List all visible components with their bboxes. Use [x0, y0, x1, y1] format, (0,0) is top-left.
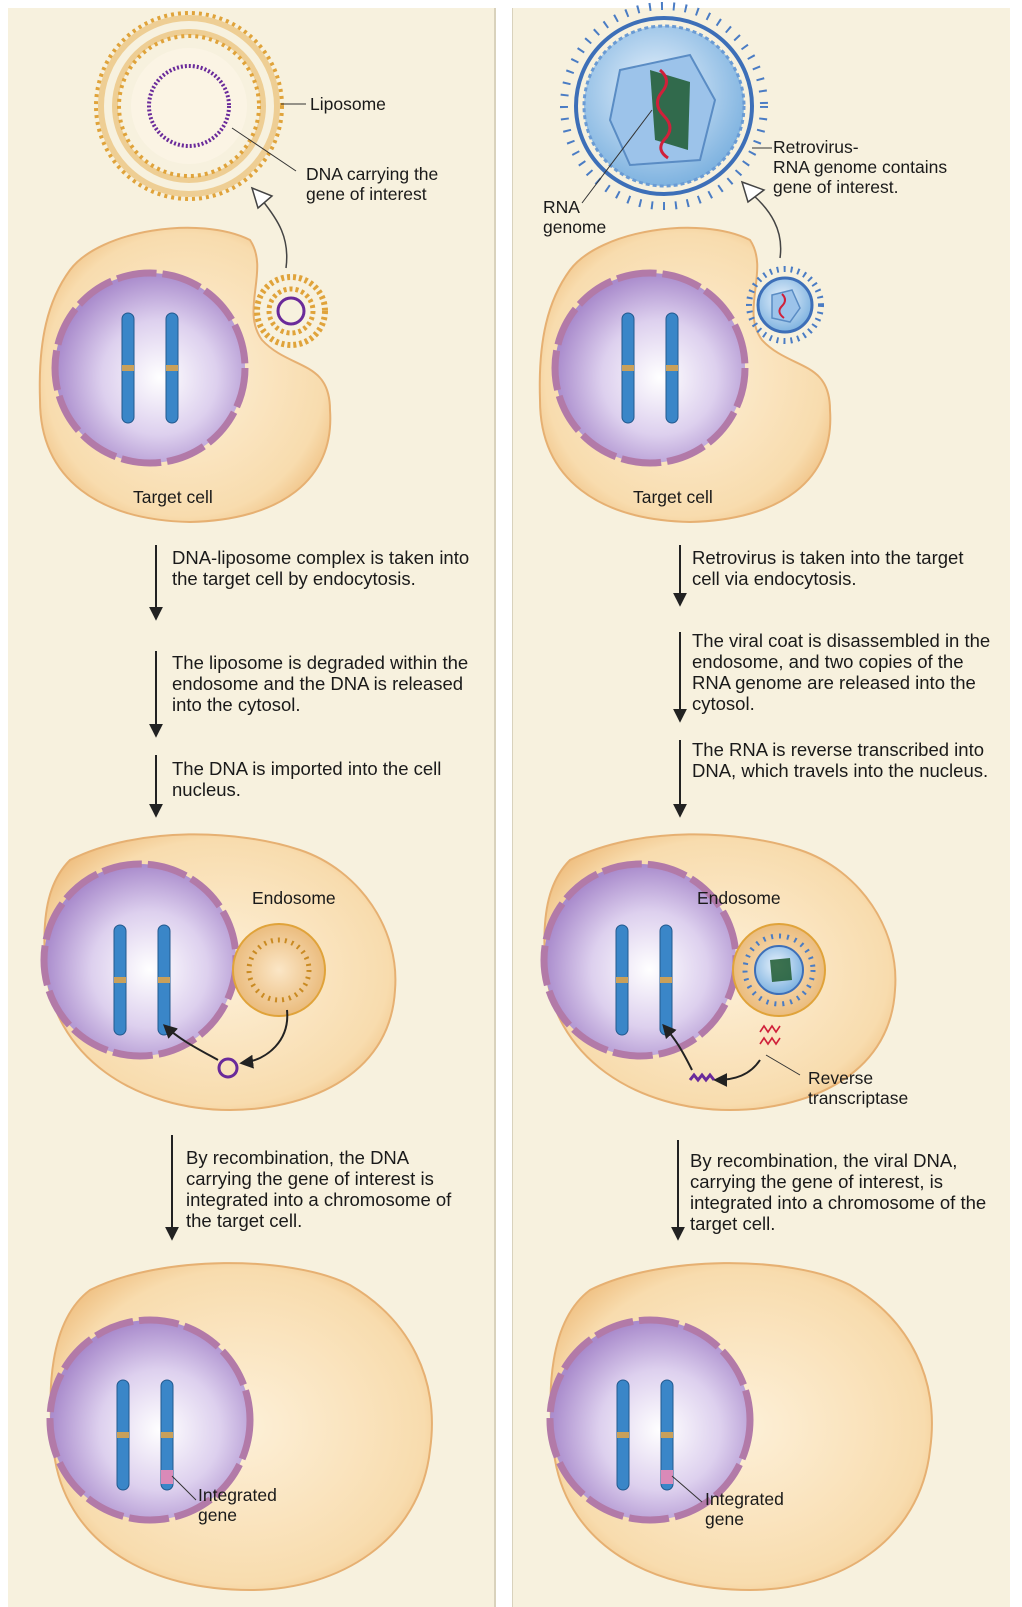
- label-retrovirus: Retrovirus- RNA genome contains gene of …: [773, 137, 947, 197]
- label-reverse-transcriptase: Reverse transcriptase: [808, 1068, 908, 1108]
- label-endosome-right: Endosome: [697, 888, 781, 908]
- step-right-3: The RNA is reverse transcribed into DNA,…: [692, 739, 992, 781]
- label-target-cell-right: Target cell: [633, 487, 713, 507]
- step-left-2: The liposome is degraded within the endo…: [172, 652, 472, 715]
- label-liposome: Liposome: [310, 94, 386, 114]
- uptake-arrow-right: [752, 194, 781, 258]
- endosome-right: [733, 924, 825, 1016]
- endosome-left: [233, 924, 325, 1016]
- label-integrated-gene-left: Integrated gene: [198, 1485, 277, 1525]
- step-right-2: The viral coat is disassembled in the en…: [692, 630, 992, 714]
- step-right-1: Retrovirus is taken into the target cell…: [692, 547, 992, 589]
- label-endosome-left: Endosome: [252, 888, 336, 908]
- label-integrated-gene-right: Integrated gene: [705, 1489, 784, 1529]
- step-left-1: DNA-liposome complex is taken into the t…: [172, 547, 472, 589]
- retrovirus-large: [564, 6, 764, 206]
- label-dna-gene: DNA carrying the gene of interest: [306, 164, 438, 204]
- step-left-4: By recombination, the DNA carrying the g…: [186, 1147, 478, 1231]
- uptake-arrow-left: [262, 200, 287, 268]
- retrovirus-small: [749, 269, 821, 341]
- step-right-4: By recombination, the viral DNA, carryin…: [690, 1150, 990, 1234]
- label-rna-genome: RNA genome: [543, 197, 606, 237]
- liposome-large: [96, 13, 282, 199]
- step-left-3: The DNA is imported into the cell nucleu…: [172, 758, 472, 800]
- label-target-cell-left: Target cell: [133, 487, 213, 507]
- liposome-small: [257, 277, 325, 345]
